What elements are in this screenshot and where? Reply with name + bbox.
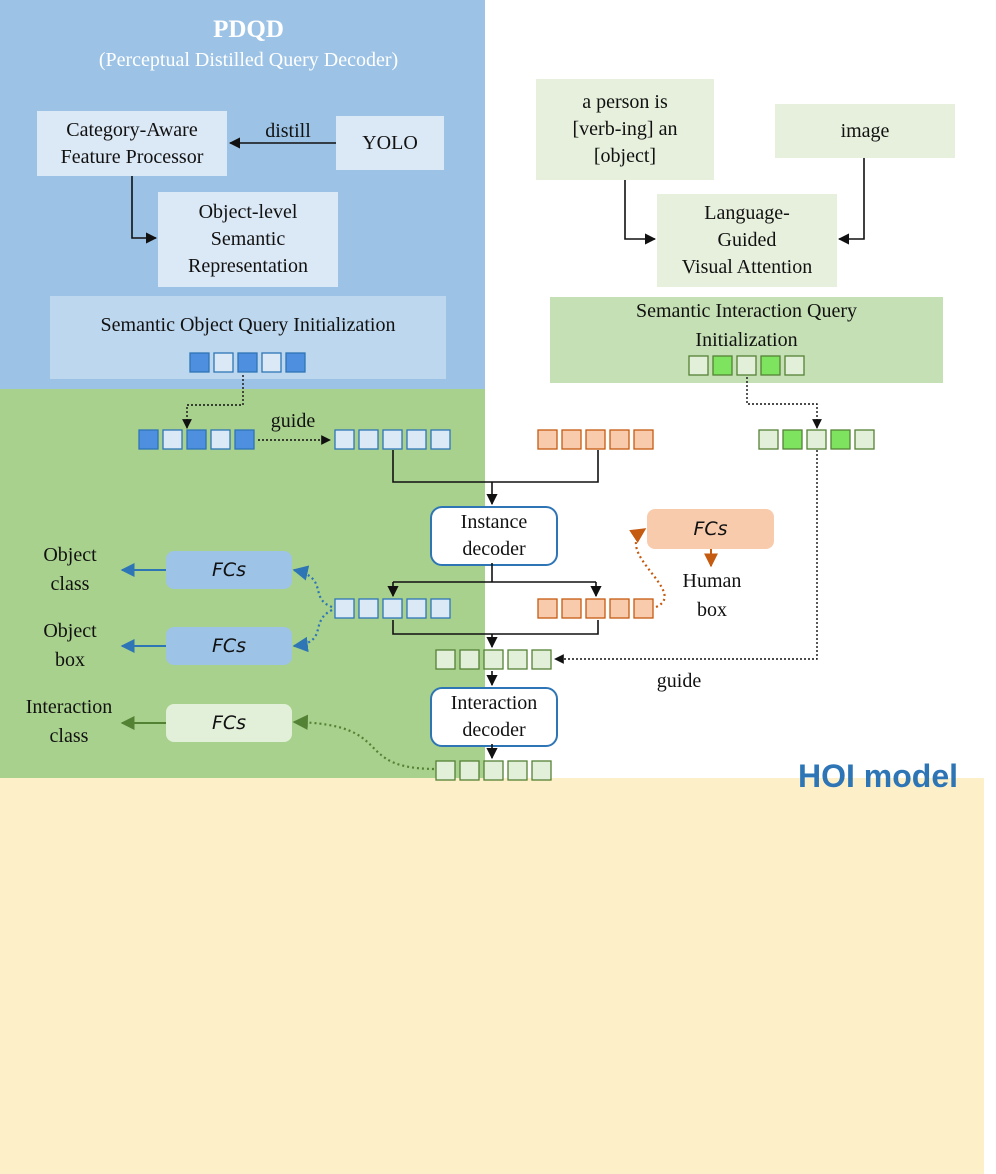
instance-decoder: Instance decoder — [430, 506, 558, 566]
semantic-interaction-query-label: Semantic Interaction Query Initializatio… — [635, 300, 858, 351]
interaction-query-cells-1 — [758, 429, 779, 450]
object-feature-cells-4 — [406, 598, 427, 619]
actor-title: ACTOR — [702, 16, 793, 43]
interaction-query-cells-5 — [854, 429, 875, 450]
language-guided-visual-attention: Language- Guided Visual Attention — [657, 194, 837, 287]
object-features-to-class-fcs — [292, 565, 333, 609]
guided-interaction-cells-5 — [531, 649, 552, 670]
instance-human-cells-2 — [561, 429, 582, 450]
interaction-decoder: Interaction decoder — [430, 687, 558, 747]
query-cell-groups — [138, 352, 875, 781]
object-feature-cells-5 — [430, 598, 451, 619]
human-feature-cells-2 — [561, 598, 582, 619]
guided-interaction-cells-3 — [483, 649, 504, 670]
instance-object-cells-2 — [358, 429, 379, 450]
instance-human-cells-4 — [609, 429, 630, 450]
object-class-fcs: FCs — [166, 551, 292, 589]
category-aware-feature-processor: Category-Aware Feature Processor — [37, 111, 227, 176]
object-box-fcs: FCs — [166, 627, 292, 665]
pdqd-query-cells-3 — [237, 352, 258, 373]
pdqd-query-cells-4 — [261, 352, 282, 373]
semantic-object-query-label: Semantic Object Query Initialization — [100, 314, 396, 336]
pdqd-query-cells-1 — [189, 352, 210, 373]
instance-object-cells-3 — [382, 429, 403, 450]
actor-query-cells-5 — [784, 355, 805, 376]
guided-interaction-cells-1 — [435, 649, 456, 670]
actor-query-cells-3 — [736, 355, 757, 376]
guide-label-bottom: guide — [656, 670, 702, 692]
pdqd-title: PDQD — [213, 16, 284, 43]
merge-to-instance-line — [392, 450, 599, 483]
human-box-label: Human box — [682, 570, 742, 621]
guided-interaction-cells-2 — [459, 649, 480, 670]
image-box: image — [775, 104, 955, 158]
image-to-attention-arrow — [837, 158, 865, 245]
guide-label-top: guide — [270, 410, 316, 432]
pdqd-query-cells-2 — [213, 352, 234, 373]
interaction-class-fcs: FCs — [166, 704, 292, 742]
human-feature-cells-1 — [537, 598, 558, 619]
connection-diagram — [120, 137, 875, 781]
interaction-query-cells-4 — [830, 429, 851, 450]
object-query-transfer-arrow — [182, 375, 244, 429]
object-feature-cells-1 — [334, 598, 355, 619]
actor-query-cells-2 — [712, 355, 733, 376]
guide-bottom-arrow — [554, 450, 818, 664]
yolo-box: YOLO — [336, 116, 444, 170]
interaction-class-label: Interaction class — [25, 696, 113, 747]
object-query-cells-2 — [162, 429, 183, 450]
merge-to-interaction-line — [392, 620, 599, 635]
pdqd-subtitle: (Perceptual Distilled Query Decoder) — [98, 49, 399, 71]
human-feature-cells-3 — [585, 598, 606, 619]
interaction-query-transfer-arrow — [746, 377, 822, 429]
instance-human-cells-1 — [537, 429, 558, 450]
human-feature-cells-5 — [633, 598, 654, 619]
guided-interaction-cells-4 — [507, 649, 528, 670]
object-level-semantic-representation: Object-level Semantic Representation — [158, 192, 338, 287]
interaction-feature-cells-5 — [531, 760, 552, 781]
instance-human-cells-5 — [633, 429, 654, 450]
object-feature-cells-3 — [382, 598, 403, 619]
language-prompt-box: a person is [verb-ing] an [object] — [536, 79, 714, 180]
instance-object-cells-1 — [334, 429, 355, 450]
instance-object-cells-5 — [430, 429, 451, 450]
object-feature-cells-2 — [358, 598, 379, 619]
pdqd-query-cells-5 — [285, 352, 306, 373]
interaction-query-cells-3 — [806, 429, 827, 450]
category-to-object-arrow — [131, 176, 158, 244]
object-class-label: Object class — [43, 544, 97, 595]
object-query-cells-4 — [210, 429, 231, 450]
actor-query-cells-4 — [760, 355, 781, 376]
instance-object-cells-4 — [406, 429, 427, 450]
hoi-model-panel — [0, 778, 984, 1174]
interaction-feature-cells-2 — [459, 760, 480, 781]
human-feature-cells-4 — [609, 598, 630, 619]
actor-subtitle: (Action-aware Cross-modal TransfORmer) — [575, 49, 920, 71]
interaction-features-to-fcs — [292, 714, 435, 771]
object-query-cells-1 — [138, 429, 159, 450]
object-query-cells-3 — [186, 429, 207, 450]
human-box-fcs: FCs — [647, 509, 774, 549]
object-query-cells-5 — [234, 429, 255, 450]
interaction-feature-cells-3 — [483, 760, 504, 781]
prompt-to-attention-arrow — [624, 180, 657, 245]
distill-label: distill — [265, 120, 311, 142]
interaction-feature-cells-4 — [507, 760, 528, 781]
hoi-model-title: HOI model — [798, 758, 959, 794]
object-box-label: Object box — [43, 620, 97, 671]
instance-human-cells-3 — [585, 429, 606, 450]
human-features-to-fcs — [629, 528, 666, 609]
actor-query-cells-1 — [688, 355, 709, 376]
interaction-feature-cells-1 — [435, 760, 456, 781]
object-features-to-box-fcs — [292, 609, 333, 653]
interaction-query-cells-2 — [782, 429, 803, 450]
